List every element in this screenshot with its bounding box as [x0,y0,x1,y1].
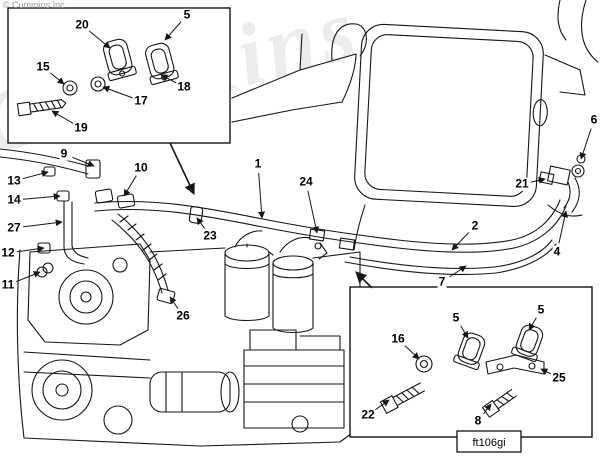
leader-26 [169,296,179,309]
inset-bottom-parts [379,324,545,418]
leader-5 [528,317,537,331]
figure-id-box: ft106gi [456,430,522,453]
fuel-pump [27,243,151,346]
leader-6 [579,128,592,160]
front-fuel-fittings [0,148,136,278]
leader-19 [51,110,74,124]
leader-16 [404,344,420,360]
inset-detail-top-left [7,7,231,144]
leader-27 [22,219,63,228]
leader-1 [258,172,266,219]
clamp-part-20 [102,38,137,82]
background-lines [231,23,367,123]
leader-17 [102,85,133,99]
leader-21 [530,176,546,184]
leader-5 [164,21,182,41]
leader-22 [375,399,390,411]
leader-20 [88,30,111,49]
callout-leaders [16,21,592,415]
leader-5 [460,325,469,339]
figure-id-label: ft106gi [472,437,505,449]
fuel-tubes [94,199,567,275]
leader-2 [451,232,470,251]
washer-part-17 [90,76,106,92]
bolt-part-19 [16,99,67,117]
fuel-filters [224,243,314,334]
bolt-part-22 [379,382,426,414]
flywheel-housing-edge [544,0,599,96]
washer-part-15 [62,80,78,96]
leader-24 [307,190,320,234]
leader-23 [196,217,206,229]
leader-25 [540,368,552,375]
copyright-watermark: © Cummins Inc [3,0,65,10]
inset-detail-bottom-right [349,286,593,438]
engine-block [16,247,361,447]
washer-part-16 [415,355,433,373]
valve-cover [354,23,548,208]
leader-11 [16,271,41,283]
leader-9 [72,156,95,167]
leader-10 [123,175,137,197]
engine-art [0,0,599,447]
leader-7 [449,265,467,278]
leader-14 [22,193,61,201]
leader-13 [22,170,49,180]
inset-top-parts [16,38,179,117]
leader-8 [483,403,492,415]
leader-18 [160,74,177,84]
inset-pointer-arrow-top [169,142,195,196]
leader-4 [558,210,569,244]
inset-pointer-arrow-bottom [355,271,373,289]
braided-hose [111,213,176,304]
leader-12 [16,245,45,253]
leader-15 [49,72,65,85]
rear-fuel-fittings [538,154,586,217]
clamp-part-5-left [453,332,486,371]
